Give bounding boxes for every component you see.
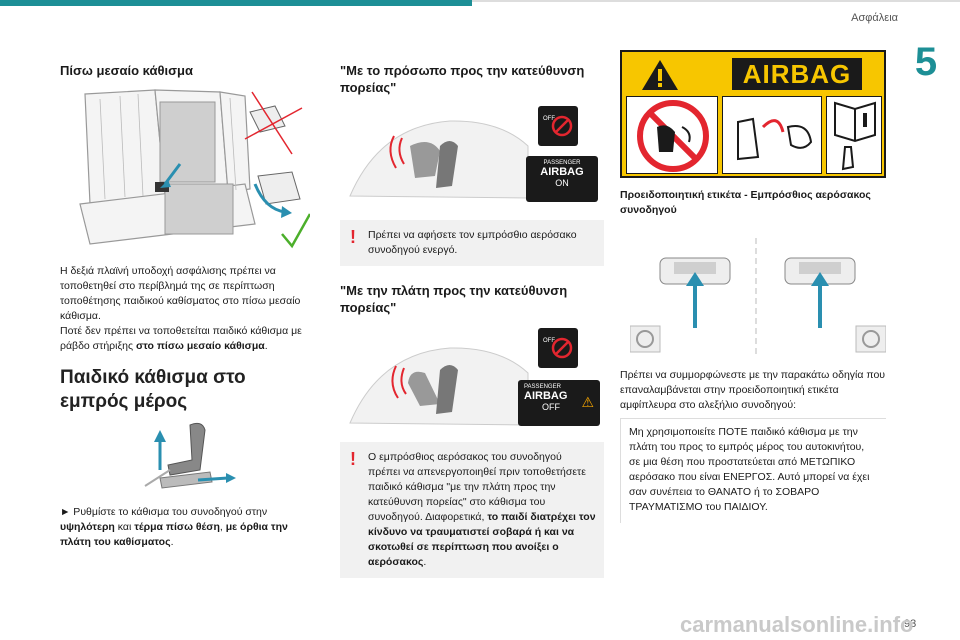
forward-facing-illustration: OFF PASSENGER AIRBAG ON bbox=[340, 106, 604, 202]
rearward-facing-illustration: OFF PASSENGER AIRBAG OFF ⚠ bbox=[340, 328, 604, 428]
badge-airbag-label-2: AIRBAG bbox=[524, 390, 568, 402]
warning-keep-airbag-on: ! Πρέπει να αφήσετε τον εμπρόσθιο αερόσα… bbox=[340, 220, 604, 266]
badge-on-label: ON bbox=[555, 178, 569, 188]
airbag-deploy-icon bbox=[722, 96, 822, 174]
badge-off-label: OFF bbox=[542, 402, 560, 412]
rear-seat-illustration bbox=[70, 84, 310, 254]
warning-deactivate-airbag: ! Ο εμπρόσθιος αερόσακος του συνοδηγού π… bbox=[340, 442, 604, 578]
para2-bold: στο πίσω μεσαίο κάθισμα bbox=[135, 340, 265, 352]
warning-text-2b: Διαφορετικά, bbox=[425, 511, 488, 523]
warning-text-1: Πρέπει να αφήσετε τον εμπρόσθιο αερόσακο… bbox=[368, 229, 577, 256]
sun-visor-illustration bbox=[630, 238, 886, 356]
front-child-seat-heading: Παιδικό κάθισμα στο εμπρός μέρος bbox=[60, 367, 246, 412]
svg-text:OFF: OFF bbox=[543, 116, 555, 122]
never-use-info-box: Μη χρησιμοποιείτε ΠΟΤΕ παιδικό κάθισμα μ… bbox=[620, 418, 886, 523]
rear-seat-paragraph-2: Ποτέ δεν πρέπει να τοποθετείται παιδικό … bbox=[60, 324, 310, 354]
svg-text:OFF: OFF bbox=[543, 338, 555, 344]
badge-passenger-label-2: PASSENGER bbox=[524, 384, 561, 390]
warning-icon-2: ! bbox=[350, 449, 356, 469]
forward-facing-title: "Με το πρόσωπο προς την κατεύθυνση πορεί… bbox=[340, 63, 585, 95]
step-text-3: , bbox=[219, 521, 226, 533]
airbag-warning-label: AIRBAG bbox=[620, 50, 886, 178]
warning-icon: ! bbox=[350, 227, 356, 247]
no-rear-facing-seat-icon bbox=[626, 96, 718, 174]
front-seat-step: ► Ρυθμίστε το κάθισμα του συνοδηγού στην… bbox=[60, 505, 310, 550]
section-title: Ασφάλεια bbox=[851, 12, 898, 24]
compliance-paragraph: Πρέπει να συμμορφώνεστε με την παρακάτω … bbox=[620, 369, 886, 411]
airbag-title-label: AIRBAG bbox=[732, 58, 862, 90]
warning-text-2d: . bbox=[423, 556, 427, 568]
label-caption: Προειδοποιητική ετικέτα - Εμπρόσθιος αερ… bbox=[620, 189, 871, 216]
airbag-off-indicator-icon-2: OFF bbox=[538, 328, 578, 368]
rear-seat-text: Η δεξιά πλαϊνή υποδοχή ασφάλισης πρέπει … bbox=[60, 264, 310, 354]
step-bold-2: τέρμα πίσω θέση bbox=[134, 521, 220, 533]
para2-end: . bbox=[264, 340, 268, 352]
header-divider bbox=[472, 0, 960, 2]
passenger-airbag-on-badge: PASSENGER AIRBAG ON bbox=[526, 156, 598, 202]
airbag-off-indicator-icon: OFF bbox=[538, 106, 578, 146]
read-manual-icon bbox=[826, 96, 882, 174]
watermark-text: carmanualsonline.info bbox=[680, 612, 914, 637]
front-seat-adjust-illustration bbox=[130, 420, 240, 492]
badge-passenger-label: PASSENGER bbox=[543, 160, 581, 166]
step-bold-3: με όρθια την πλάτη του καθίσματος bbox=[60, 521, 288, 548]
step-text-2: και bbox=[114, 521, 135, 533]
para2-text: Ποτέ δεν πρέπει να τοποθετείται παιδικό … bbox=[60, 325, 302, 352]
chapter-number: 5 bbox=[914, 40, 938, 84]
step-text-1: ► Ρυθμίστε το κάθισμα του συνοδηγού στην bbox=[60, 506, 268, 518]
passenger-airbag-off-badge: PASSENGER AIRBAG OFF ⚠ bbox=[518, 380, 600, 426]
rearward-facing-title: "Με την πλάτη προς την κατεύθυνση πορεία… bbox=[340, 283, 568, 315]
rear-middle-seat-title: Πίσω μεσαίο κάθισμα bbox=[60, 63, 193, 78]
seat-airbag-off-icon: ⚠ bbox=[581, 394, 594, 410]
warning-triangle-icon bbox=[640, 58, 680, 92]
step-text-4: . bbox=[170, 536, 174, 548]
rear-seat-paragraph-1: Η δεξιά πλαϊνή υποδοχή ασφάλισης πρέπει … bbox=[60, 265, 301, 322]
page-number: 93 bbox=[904, 618, 917, 630]
header-accent-bar bbox=[0, 0, 472, 6]
badge-airbag-label: AIRBAG bbox=[540, 166, 584, 178]
step-bold-1: υψηλότερη bbox=[60, 521, 115, 533]
warning-text-2a: Ο εμπρόσθιος αερόσακος του συνοδηγού πρέ… bbox=[368, 451, 586, 523]
warning-text-2c: το παιδί διατρέχει τον κίνδυνο να τραυμα… bbox=[368, 511, 596, 568]
